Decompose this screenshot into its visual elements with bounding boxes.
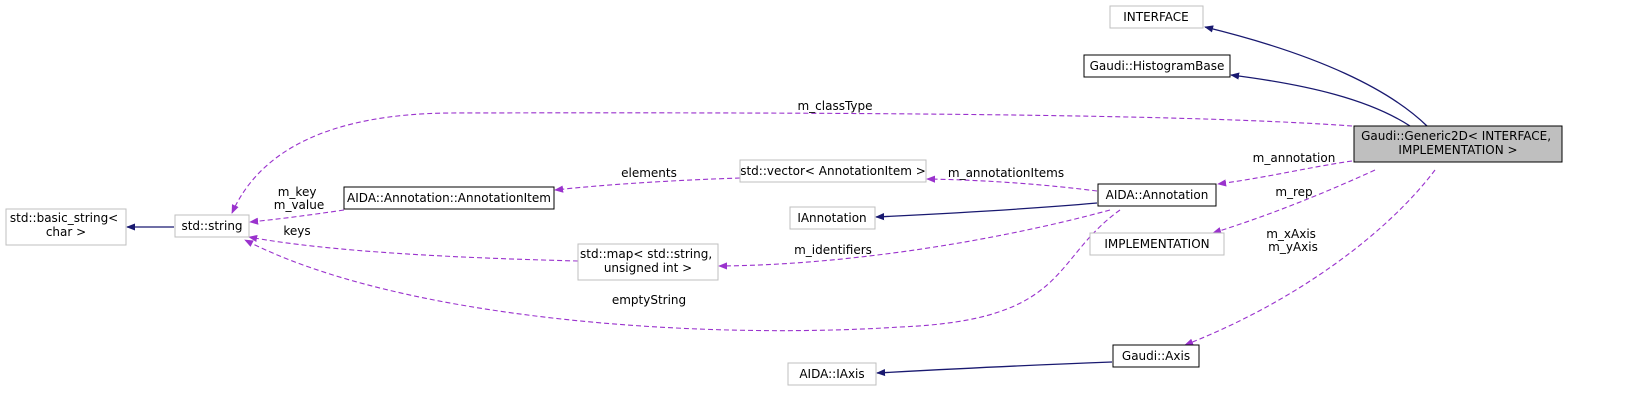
node-aida-annotation-annotationitem[interactable]: AIDA::Annotation::AnnotationItem bbox=[343, 186, 555, 210]
edge-label-m-classtype: m_classType bbox=[797, 99, 872, 113]
edge-label-m-annotation: m_annotation bbox=[1253, 151, 1336, 165]
edge-m-classtype bbox=[231, 112, 1353, 214]
edge-label-axes: m_xAxis m_yAxis bbox=[1266, 227, 1320, 254]
node-std-map[interactable]: std::map< std::string, unsigned int > bbox=[577, 243, 719, 281]
svg-text:Gaudi::HistogramBase: Gaudi::HistogramBase bbox=[1090, 59, 1225, 73]
edge-label-m-identifiers: m_identifiers bbox=[794, 243, 872, 257]
edge-m-identifiers bbox=[718, 209, 1111, 270]
edge-m-key-m-value bbox=[249, 209, 345, 225]
svg-text:Gaudi::Generic2D< INTERFACE,: Gaudi::Generic2D< INTERFACE, IMPLEMENTAT… bbox=[1361, 129, 1555, 157]
node-aida-iaxis[interactable]: AIDA::IAxis bbox=[787, 362, 877, 386]
edge-generic2d-to-histogram-base bbox=[1230, 72, 1411, 127]
svg-text:Gaudi::Axis: Gaudi::Axis bbox=[1122, 349, 1190, 363]
edge-gaudi-axis-to-aida-iaxis bbox=[876, 361, 1113, 377]
svg-text:AIDA::Annotation: AIDA::Annotation bbox=[1106, 188, 1209, 202]
edge-m-rep bbox=[1212, 169, 1376, 234]
svg-text:std::basic_string< char: std::basic_string< char > bbox=[10, 211, 122, 239]
svg-text:IAnnotation: IAnnotation bbox=[797, 211, 866, 225]
edge-emptystring bbox=[244, 209, 1121, 332]
svg-text:AIDA::Annotation::AnnotationIt: AIDA::Annotation::AnnotationItem bbox=[347, 191, 551, 205]
svg-text:IMPLEMENTATION: IMPLEMENTATION bbox=[1104, 237, 1209, 251]
edge-label-m-rep: m_rep bbox=[1275, 185, 1312, 199]
svg-text:std::map< std::string, u: std::map< std::string, unsigned int > bbox=[580, 247, 716, 275]
node-iannotation[interactable]: IAnnotation bbox=[789, 206, 876, 230]
edge-label-emptystring: emptyString bbox=[612, 293, 686, 307]
node-std-basic-string[interactable]: std::basic_string< char > bbox=[5, 208, 127, 246]
edge-label-elements: elements bbox=[621, 166, 677, 180]
node-gaudi-axis[interactable]: Gaudi::Axis bbox=[1112, 344, 1200, 368]
node-aida-annotation[interactable]: AIDA::Annotation bbox=[1097, 183, 1217, 207]
edge-keys bbox=[248, 234, 579, 262]
edge-m-axes bbox=[1184, 169, 1436, 346]
edge-m-annotation bbox=[1217, 160, 1353, 187]
edge-generic2d-to-interface bbox=[1204, 25, 1428, 127]
edge-m-annotationitems bbox=[926, 175, 1098, 192]
svg-text:std::string: std::string bbox=[181, 219, 242, 233]
node-gaudi-histogrambase[interactable]: Gaudi::HistogramBase bbox=[1083, 54, 1231, 78]
svg-text:std::vector< AnnotationItem >: std::vector< AnnotationItem > bbox=[740, 164, 926, 178]
node-gaudi-generic2d[interactable]: Gaudi::Generic2D< INTERFACE, IMPLEMENTAT… bbox=[1353, 125, 1563, 163]
edge-label-m-annotationitems: m_annotationItems bbox=[948, 166, 1064, 180]
edge-aida-annotation-to-iannotation bbox=[875, 202, 1098, 221]
node-interface[interactable]: INTERFACE bbox=[1109, 5, 1204, 29]
edge-label-m-key-m-value: m_key m_value bbox=[274, 185, 324, 212]
svg-text:AIDA::IAxis: AIDA::IAxis bbox=[799, 367, 864, 381]
node-implementation[interactable]: IMPLEMENTATION bbox=[1089, 232, 1225, 256]
svg-text:INTERFACE: INTERFACE bbox=[1123, 10, 1189, 24]
edge-label-keys: keys bbox=[283, 224, 310, 238]
node-std-string[interactable]: std::string bbox=[174, 214, 250, 238]
node-std-vector-annotationitem[interactable]: std::vector< AnnotationItem > bbox=[739, 159, 927, 183]
